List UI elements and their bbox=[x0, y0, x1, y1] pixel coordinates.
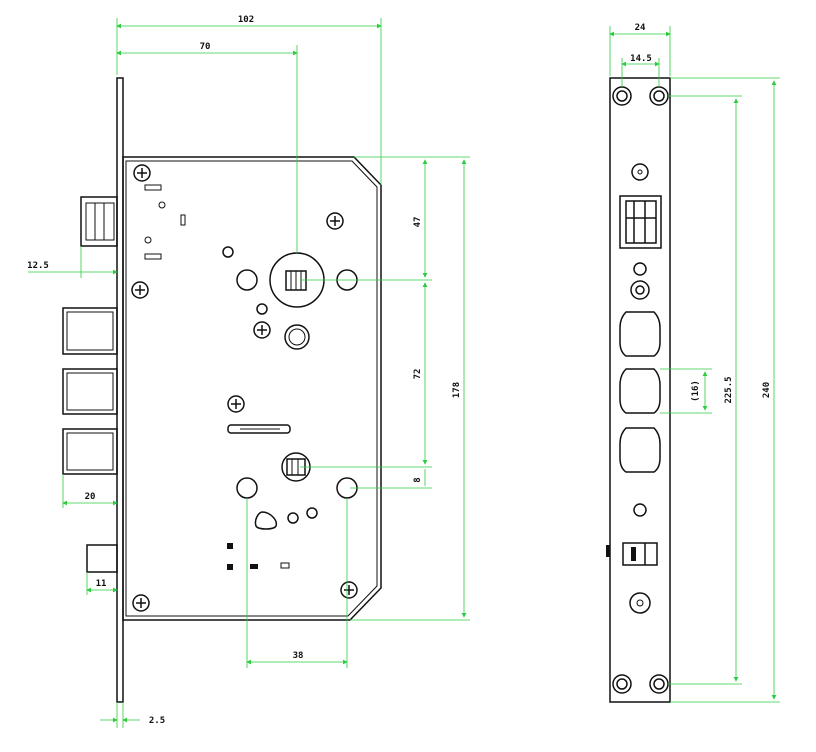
round-hole-icon bbox=[306, 507, 318, 519]
dim-label-11: 11 bbox=[96, 579, 107, 589]
dimension-body-height: 178 bbox=[452, 159, 467, 618]
dim-label-225-5: 225.5 bbox=[724, 376, 734, 403]
side-deadlatch-opening bbox=[622, 542, 658, 566]
lock-case bbox=[122, 156, 382, 621]
dimension-faceplate-offset: 12.5 bbox=[27, 246, 118, 278]
round-hole-icon bbox=[612, 674, 632, 694]
round-hole-icon bbox=[612, 86, 632, 106]
dim-label-240: 240 bbox=[762, 382, 772, 398]
cross-screw-icon bbox=[340, 581, 358, 599]
small-square bbox=[280, 562, 290, 569]
round-hole-icon bbox=[649, 674, 669, 694]
cross-screw-icon bbox=[326, 212, 344, 230]
bottom-latch bbox=[86, 544, 118, 573]
side-faceplate bbox=[609, 77, 671, 703]
dim-label-20: 20 bbox=[85, 492, 96, 502]
small-slot bbox=[180, 214, 186, 226]
round-hole-icon bbox=[630, 280, 650, 300]
dimension-bolt-height: (16) bbox=[691, 371, 708, 411]
small-square bbox=[227, 543, 233, 549]
deadbolt-3 bbox=[62, 428, 118, 475]
dim-label-2-5: 2.5 bbox=[149, 716, 165, 726]
dimension-top-to-handle: 47 bbox=[413, 159, 428, 278]
cross-screw-icon bbox=[227, 395, 245, 413]
cylinder-cam bbox=[236, 452, 358, 499]
dim-label-47: 47 bbox=[413, 217, 423, 228]
dimension-faceplate-width: 24 bbox=[609, 23, 671, 76]
dim-label-24: 24 bbox=[635, 23, 646, 33]
handle-follower bbox=[222, 246, 358, 350]
small-square bbox=[250, 564, 258, 569]
small-slot bbox=[144, 253, 162, 260]
dimension-backset: 70 bbox=[116, 42, 298, 253]
lock-case-inner-edge bbox=[125, 160, 378, 617]
dim-label-72: 72 bbox=[413, 369, 423, 380]
front-faceplate bbox=[116, 77, 124, 703]
dimension-screw-pitch: 225.5 bbox=[724, 98, 739, 682]
round-hole-icon bbox=[631, 163, 649, 181]
deadbolt-2 bbox=[62, 368, 118, 415]
cross-screw-icon bbox=[131, 281, 149, 299]
dimension-faceplate-length: 240 bbox=[762, 80, 777, 700]
side-view: 24 14.5 (16) 225.5 240 bbox=[606, 23, 780, 703]
dimension-bolt-projection: 20 bbox=[62, 474, 118, 508]
round-hole-icon bbox=[649, 86, 669, 106]
side-bolt-opening-2 bbox=[619, 368, 661, 414]
slide-bar bbox=[227, 424, 291, 434]
dimension-cylinder-hole-spacing: 38 bbox=[246, 498, 348, 668]
dim-label-38: 38 bbox=[293, 651, 304, 661]
dim-label-178: 178 bbox=[452, 382, 462, 398]
dimension-screw-spacing: 14.5 bbox=[621, 54, 660, 87]
dim-label-16: (16) bbox=[691, 380, 701, 402]
dimension-handle-to-cylinder: 72 bbox=[413, 282, 428, 465]
round-hole-icon bbox=[158, 201, 166, 209]
dim-label-14-5: 14.5 bbox=[630, 54, 652, 64]
front-view: 102 70 47 72 8 178 bbox=[27, 15, 470, 728]
teardrop-hole bbox=[254, 511, 278, 530]
round-hole-icon bbox=[633, 503, 647, 517]
anti-friction-latch bbox=[80, 196, 118, 247]
side-bolt-opening-3 bbox=[619, 427, 661, 473]
dimension-faceplate-thickness: 2.5 bbox=[100, 702, 165, 728]
round-hole-icon bbox=[633, 262, 647, 276]
dim-label-102: 102 bbox=[238, 15, 254, 25]
round-hole-icon bbox=[144, 236, 152, 244]
dimension-overall-width: 102 bbox=[116, 15, 382, 185]
cross-screw-icon bbox=[133, 164, 151, 182]
cross-screw-icon bbox=[132, 594, 150, 612]
small-slot bbox=[144, 184, 162, 191]
dimension-latch-projection: 11 bbox=[86, 572, 118, 595]
deadbolt-1 bbox=[62, 307, 118, 355]
dimension-cylinder-offset: 8 bbox=[413, 469, 426, 486]
small-square bbox=[606, 545, 610, 557]
dim-label-70: 70 bbox=[200, 42, 211, 52]
cross-screw-icon bbox=[253, 321, 271, 339]
side-bolt-opening-1 bbox=[619, 311, 661, 357]
small-square bbox=[227, 564, 233, 570]
round-hole-icon bbox=[629, 592, 651, 614]
side-latch-opening bbox=[619, 195, 662, 249]
round-hole-icon bbox=[287, 512, 299, 524]
dim-label-12-5: 12.5 bbox=[27, 261, 49, 271]
dim-label-8: 8 bbox=[413, 477, 423, 482]
